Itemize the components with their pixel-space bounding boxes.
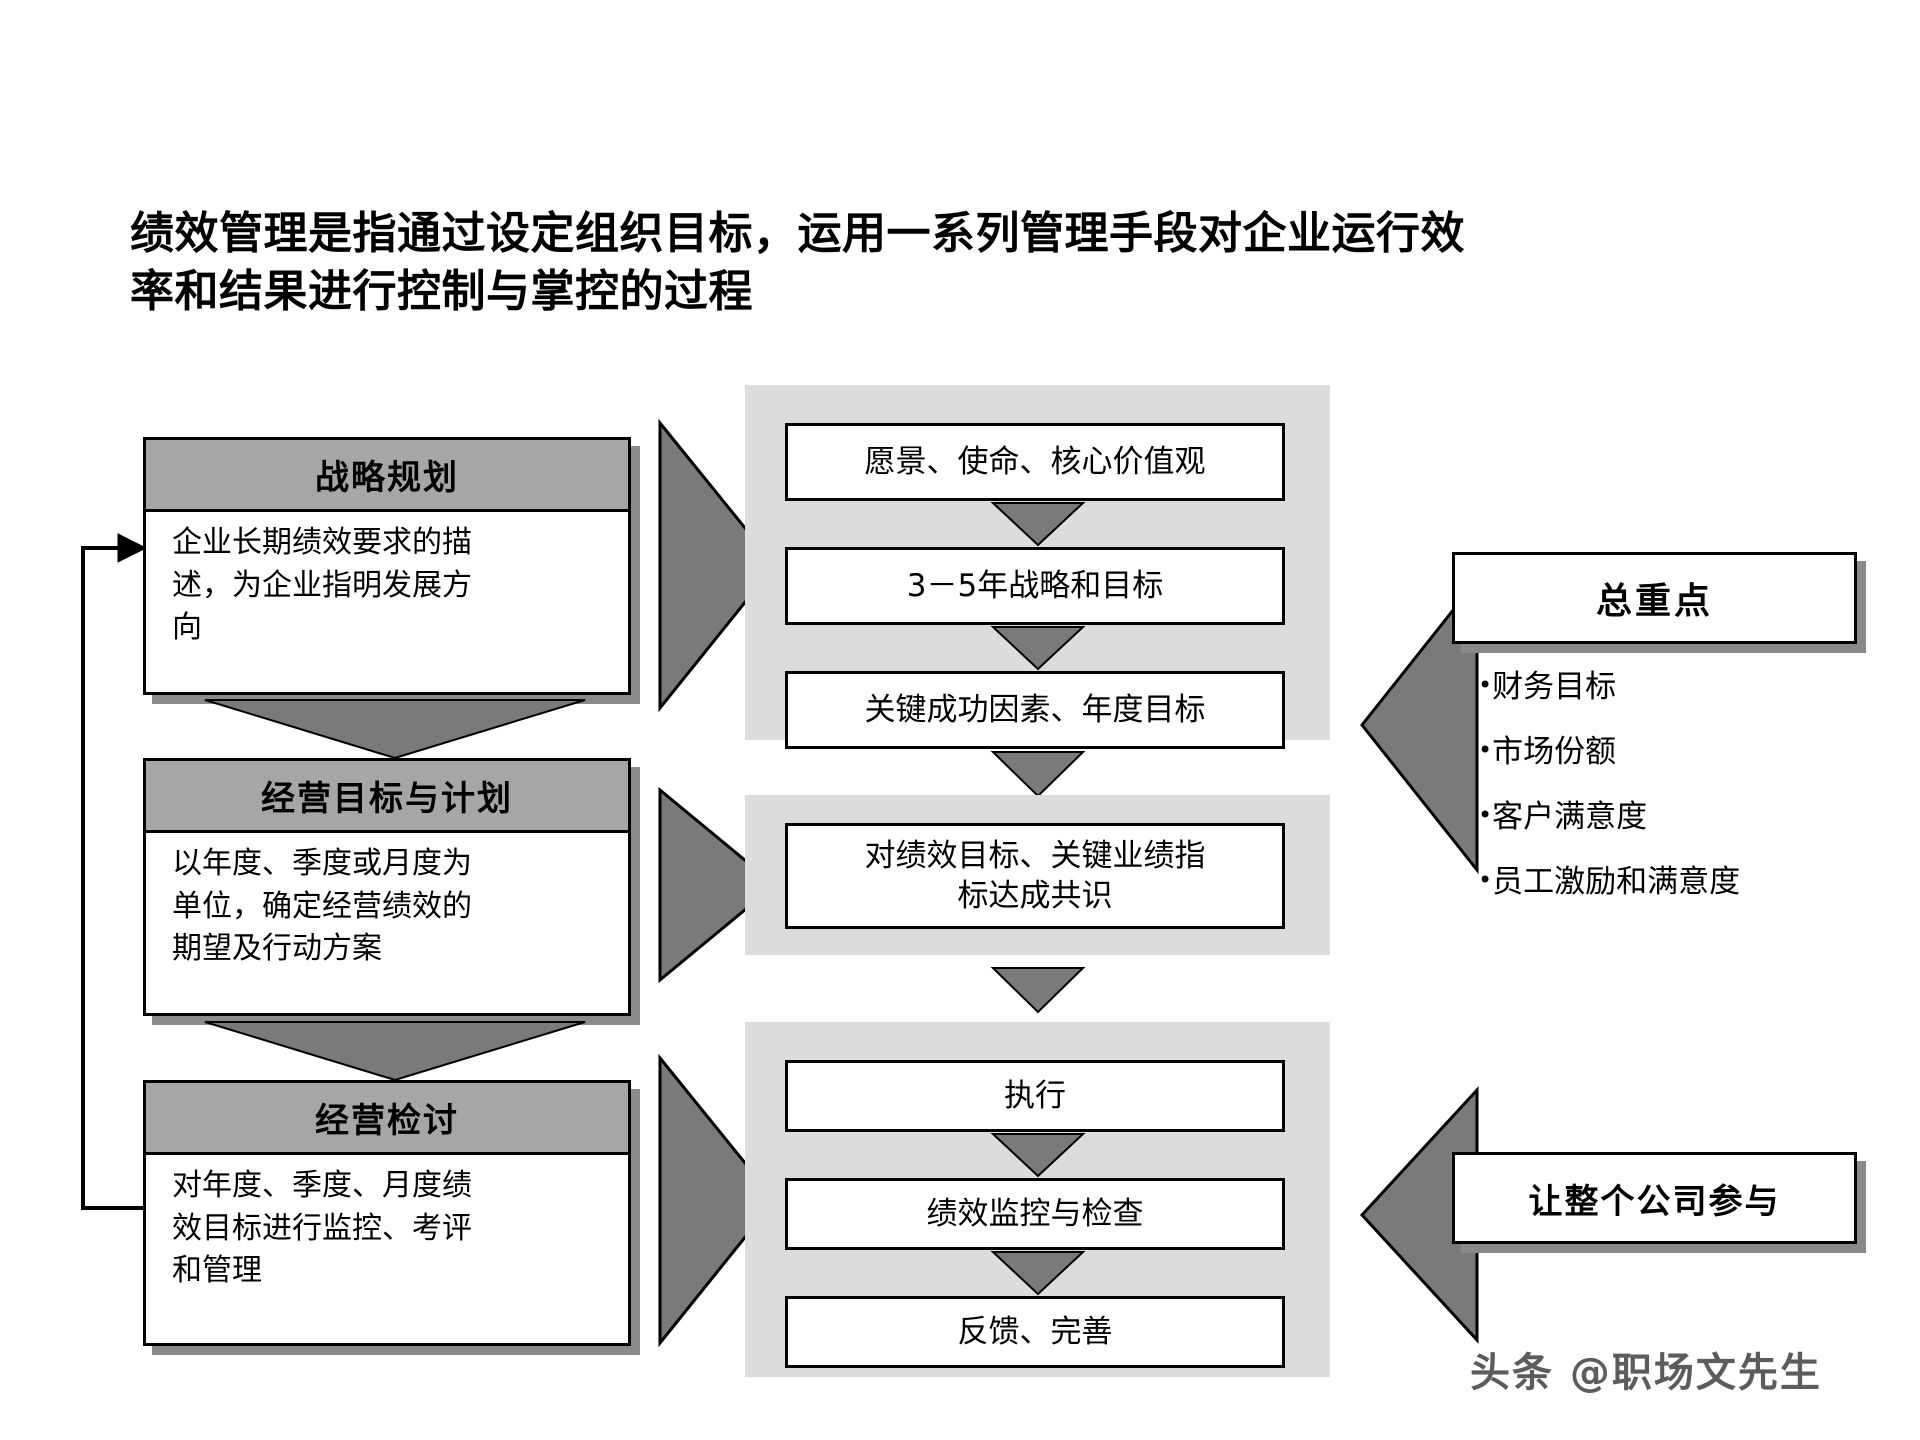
card-body-line: 述，为企业指明发展方 (172, 567, 472, 603)
list-item: •财务目标 (1478, 672, 1740, 703)
stage-card-body: 对年度、季度、月度绩 效目标进行监控、考评 和管理 (146, 1155, 628, 1301)
panel-box-feedback-improvement[interactable]: 反馈、完善 (785, 1296, 1285, 1368)
triangle-left-icon (1360, 575, 1479, 875)
card-body-line: 企业长期绩效要求的描 (172, 525, 472, 560)
list-item: •客户满意度 (1478, 802, 1740, 833)
page-title: 绩效管理是指通过设定组织目标，运用一系列管理手段对企业运行效 率和结果进行控制与… (130, 205, 1610, 321)
stage-card-header: 战略规划 (146, 440, 628, 512)
stage-card-strategic-planning[interactable]: 战略规划 企业长期绩效要求的描 述，为企业指明发展方 向 (143, 437, 640, 704)
triangle-down-icon (990, 967, 1086, 1014)
list-item: •员工激励和满意度 (1478, 867, 1740, 898)
company-participation-title: 让整个公司参与 (1528, 1181, 1781, 1222)
triangle-down-icon (990, 626, 1086, 671)
card-body-line: 以年度、季度或月度为 (172, 846, 472, 881)
strategy-panel: 愿景、使命、核心价值观 3－5年战略和目标 关键成功因素、年度目标 (745, 385, 1338, 749)
list-item-label: 市场份额 (1492, 734, 1617, 770)
triangle-down-icon (990, 1251, 1086, 1296)
panel-box-performance-monitoring[interactable]: 绩效监控与检查 (785, 1178, 1285, 1250)
list-item-label: 财务目标 (1492, 669, 1617, 705)
bullet-icon: • (1478, 866, 1493, 894)
bullet-icon: • (1478, 671, 1493, 699)
list-item: •市场份额 (1478, 737, 1740, 768)
triangle-down-icon (990, 502, 1086, 547)
stage-card-header: 经营检讨 (146, 1083, 628, 1155)
triangle-down-icon (204, 1021, 586, 1082)
stage-card-business-goals[interactable]: 经营目标与计划 以年度、季度或月度为 单位，确定经营绩效的 期望及行动方案 (143, 758, 640, 1025)
focus-summary-title: 总重点 (1595, 581, 1713, 622)
stage-card-body: 以年度、季度或月度为 单位，确定经营绩效的 期望及行动方案 (146, 833, 628, 979)
stage-card-header: 经营目标与计划 (146, 761, 628, 833)
card-body-line: 单位，确定经营绩效的 (172, 888, 472, 924)
triangle-right-icon (658, 1053, 777, 1348)
panel-box-vision[interactable]: 愿景、使命、核心价值观 (785, 423, 1285, 501)
execution-panel: 执行 绩效监控与检查 反馈、完善 (745, 1022, 1338, 1385)
panel-box-consensus[interactable]: 对绩效目标、关键业绩指 标达成共识 (785, 823, 1285, 929)
triangle-right-icon (658, 418, 777, 713)
stage-card-business-review[interactable]: 经营检讨 对年度、季度、月度绩 效目标进行监控、考评 和管理 (143, 1080, 640, 1355)
focus-item-list: •财务目标 •市场份额 •客户满意度 •员工激励和满意度 (1478, 672, 1740, 932)
focus-summary-box[interactable]: 总重点 (1452, 552, 1866, 653)
page-title-line-2: 率和结果进行控制与掌控的过程 (130, 266, 753, 318)
stage-card-body: 企业长期绩效要求的描 述，为企业指明发展方 向 (146, 512, 628, 658)
panel-box-execution[interactable]: 执行 (785, 1060, 1285, 1132)
watermark: 头条 @职场文先生 (1470, 1350, 1822, 1396)
triangle-down-icon (990, 1133, 1086, 1178)
triangle-down-icon (990, 751, 1086, 798)
page-title-line-1: 绩效管理是指通过设定组织目标，运用一系列管理手段对企业运行效 (130, 208, 1465, 259)
bullet-icon: • (1478, 801, 1493, 829)
triangle-down-icon (204, 699, 586, 760)
card-body-line: 期望及行动方案 (172, 931, 382, 967)
card-body-line: 效目标进行监控、考评 (172, 1210, 472, 1246)
bullet-icon: • (1478, 736, 1493, 764)
panel-box-3-5-year-strategy[interactable]: 3－5年战略和目标 (785, 547, 1285, 625)
list-item-label: 员工激励和满意度 (1492, 864, 1741, 900)
card-body-line: 向 (172, 610, 202, 646)
consensus-panel: 对绩效目标、关键业绩指 标达成共识 (745, 795, 1338, 963)
card-body-line: 和管理 (172, 1253, 262, 1289)
list-item-label: 客户满意度 (1492, 799, 1648, 835)
card-body-line: 对年度、季度、月度绩 (172, 1168, 472, 1203)
company-participation-box[interactable]: 让整个公司参与 (1452, 1152, 1866, 1253)
triangle-right-icon (658, 786, 778, 984)
panel-box-key-success-factors[interactable]: 关键成功因素、年度目标 (785, 671, 1285, 749)
